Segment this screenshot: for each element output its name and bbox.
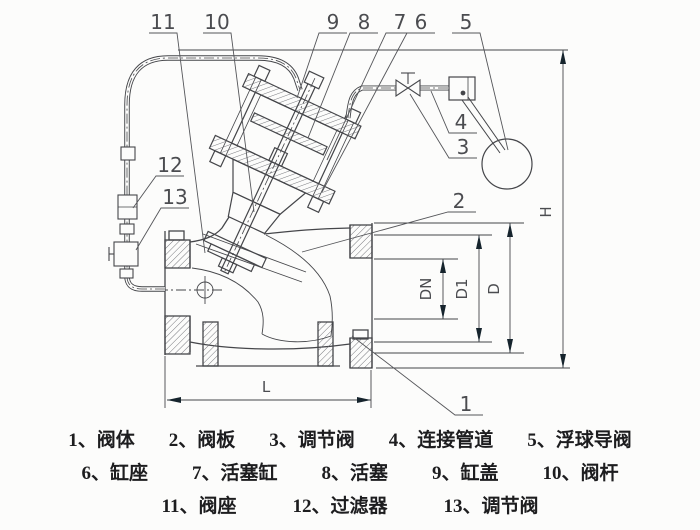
parts-list-item: 6、缸座	[81, 463, 148, 484]
left-flange	[164, 230, 191, 355]
bonnet-neck	[227, 191, 282, 235]
callout-2: 2	[453, 189, 466, 213]
parts-list-item: 11、阀座	[161, 496, 237, 517]
dim-D-label: D	[485, 283, 503, 295]
parts-list-item: 3、调节阀	[269, 430, 355, 451]
body-top-left	[189, 216, 230, 243]
parts-list-item: 12、过滤器	[292, 496, 388, 517]
callout-9: 9	[327, 10, 340, 34]
parts-list-item: 2、阀板	[168, 430, 236, 451]
pilot-valve-body	[448, 76, 476, 101]
base-bolt-left	[209, 149, 227, 168]
parts-list-item: 4、连接管道	[388, 430, 494, 451]
parts-list: 1、阀体 2、阀板 3、调节阀 4、连接管道 5、浮球导阀 6、缸座 7、活塞缸…	[0, 424, 700, 523]
float-arm-pivot	[460, 90, 466, 96]
float-ball	[481, 138, 533, 190]
body-foot-right	[317, 321, 334, 367]
body-foot-left	[202, 321, 219, 367]
callout-5: 5	[460, 10, 473, 34]
callout-10: 10	[204, 10, 229, 34]
dimension-arrows	[167, 50, 566, 403]
base-bolt-right	[306, 195, 325, 214]
dim-D1-label: D1	[453, 278, 471, 299]
callout-7: 7	[394, 10, 407, 34]
valve-body	[140, 216, 373, 369]
parts-list-item: 8、活塞	[321, 463, 388, 484]
disc-nut	[217, 257, 238, 274]
adjusting-valve-13	[113, 241, 139, 267]
callout-6: 6	[415, 10, 428, 34]
body-top-right	[263, 227, 351, 235]
callout-4: 4	[455, 110, 468, 134]
parts-list-item: 9、缸盖	[432, 463, 499, 484]
callout-11: 11	[150, 10, 175, 34]
parts-list-row-2: 6、缸座 7、活塞缸 8、活塞 9、缸盖 10、阀杆	[0, 457, 700, 490]
base-center-bolt	[268, 146, 289, 168]
waterway-lines	[191, 233, 333, 343]
valve-technical-drawing: H D D1 DN L	[108, 10, 570, 416]
parts-list-item: 13、调节阀	[443, 496, 539, 517]
valve-stem	[220, 82, 316, 275]
callout-leaders	[132, 32, 509, 416]
piston-actuator-assembly	[203, 64, 362, 275]
callout-12: 12	[157, 153, 182, 177]
callout-3: 3	[457, 135, 470, 159]
pipe-coupling-1	[119, 223, 135, 235]
callout-8: 8	[358, 10, 371, 34]
parts-list-item: 5、浮球导阀	[527, 430, 632, 451]
callout-13: 13	[162, 185, 187, 209]
float-pilot-valve	[448, 76, 533, 190]
needle-valve	[395, 72, 421, 98]
parts-list-row-3: 11、阀座 12、过滤器 13、调节阀	[0, 490, 700, 523]
piston	[249, 112, 328, 156]
dim-H-label: H	[537, 206, 555, 217]
left-pipe-fittings	[108, 146, 139, 279]
right-flange	[349, 223, 373, 369]
parts-list-item: 10、阀杆	[542, 463, 619, 484]
parts-list-item: 7、活塞缸	[191, 463, 278, 484]
pilot-pipe-left	[124, 55, 303, 292]
parts-list-row-1: 1、阀体 2、阀板 3、调节阀 4、连接管道 5、浮球导阀	[0, 424, 700, 457]
parts-list-item: 1、阀体	[68, 430, 135, 451]
callout-1: 1	[460, 392, 473, 416]
pipe-coupling-2	[119, 268, 134, 279]
pipe-union	[120, 146, 136, 161]
dimensions	[164, 49, 570, 408]
dim-L-label: L	[262, 378, 271, 396]
dim-DN-label: DN	[417, 278, 435, 301]
